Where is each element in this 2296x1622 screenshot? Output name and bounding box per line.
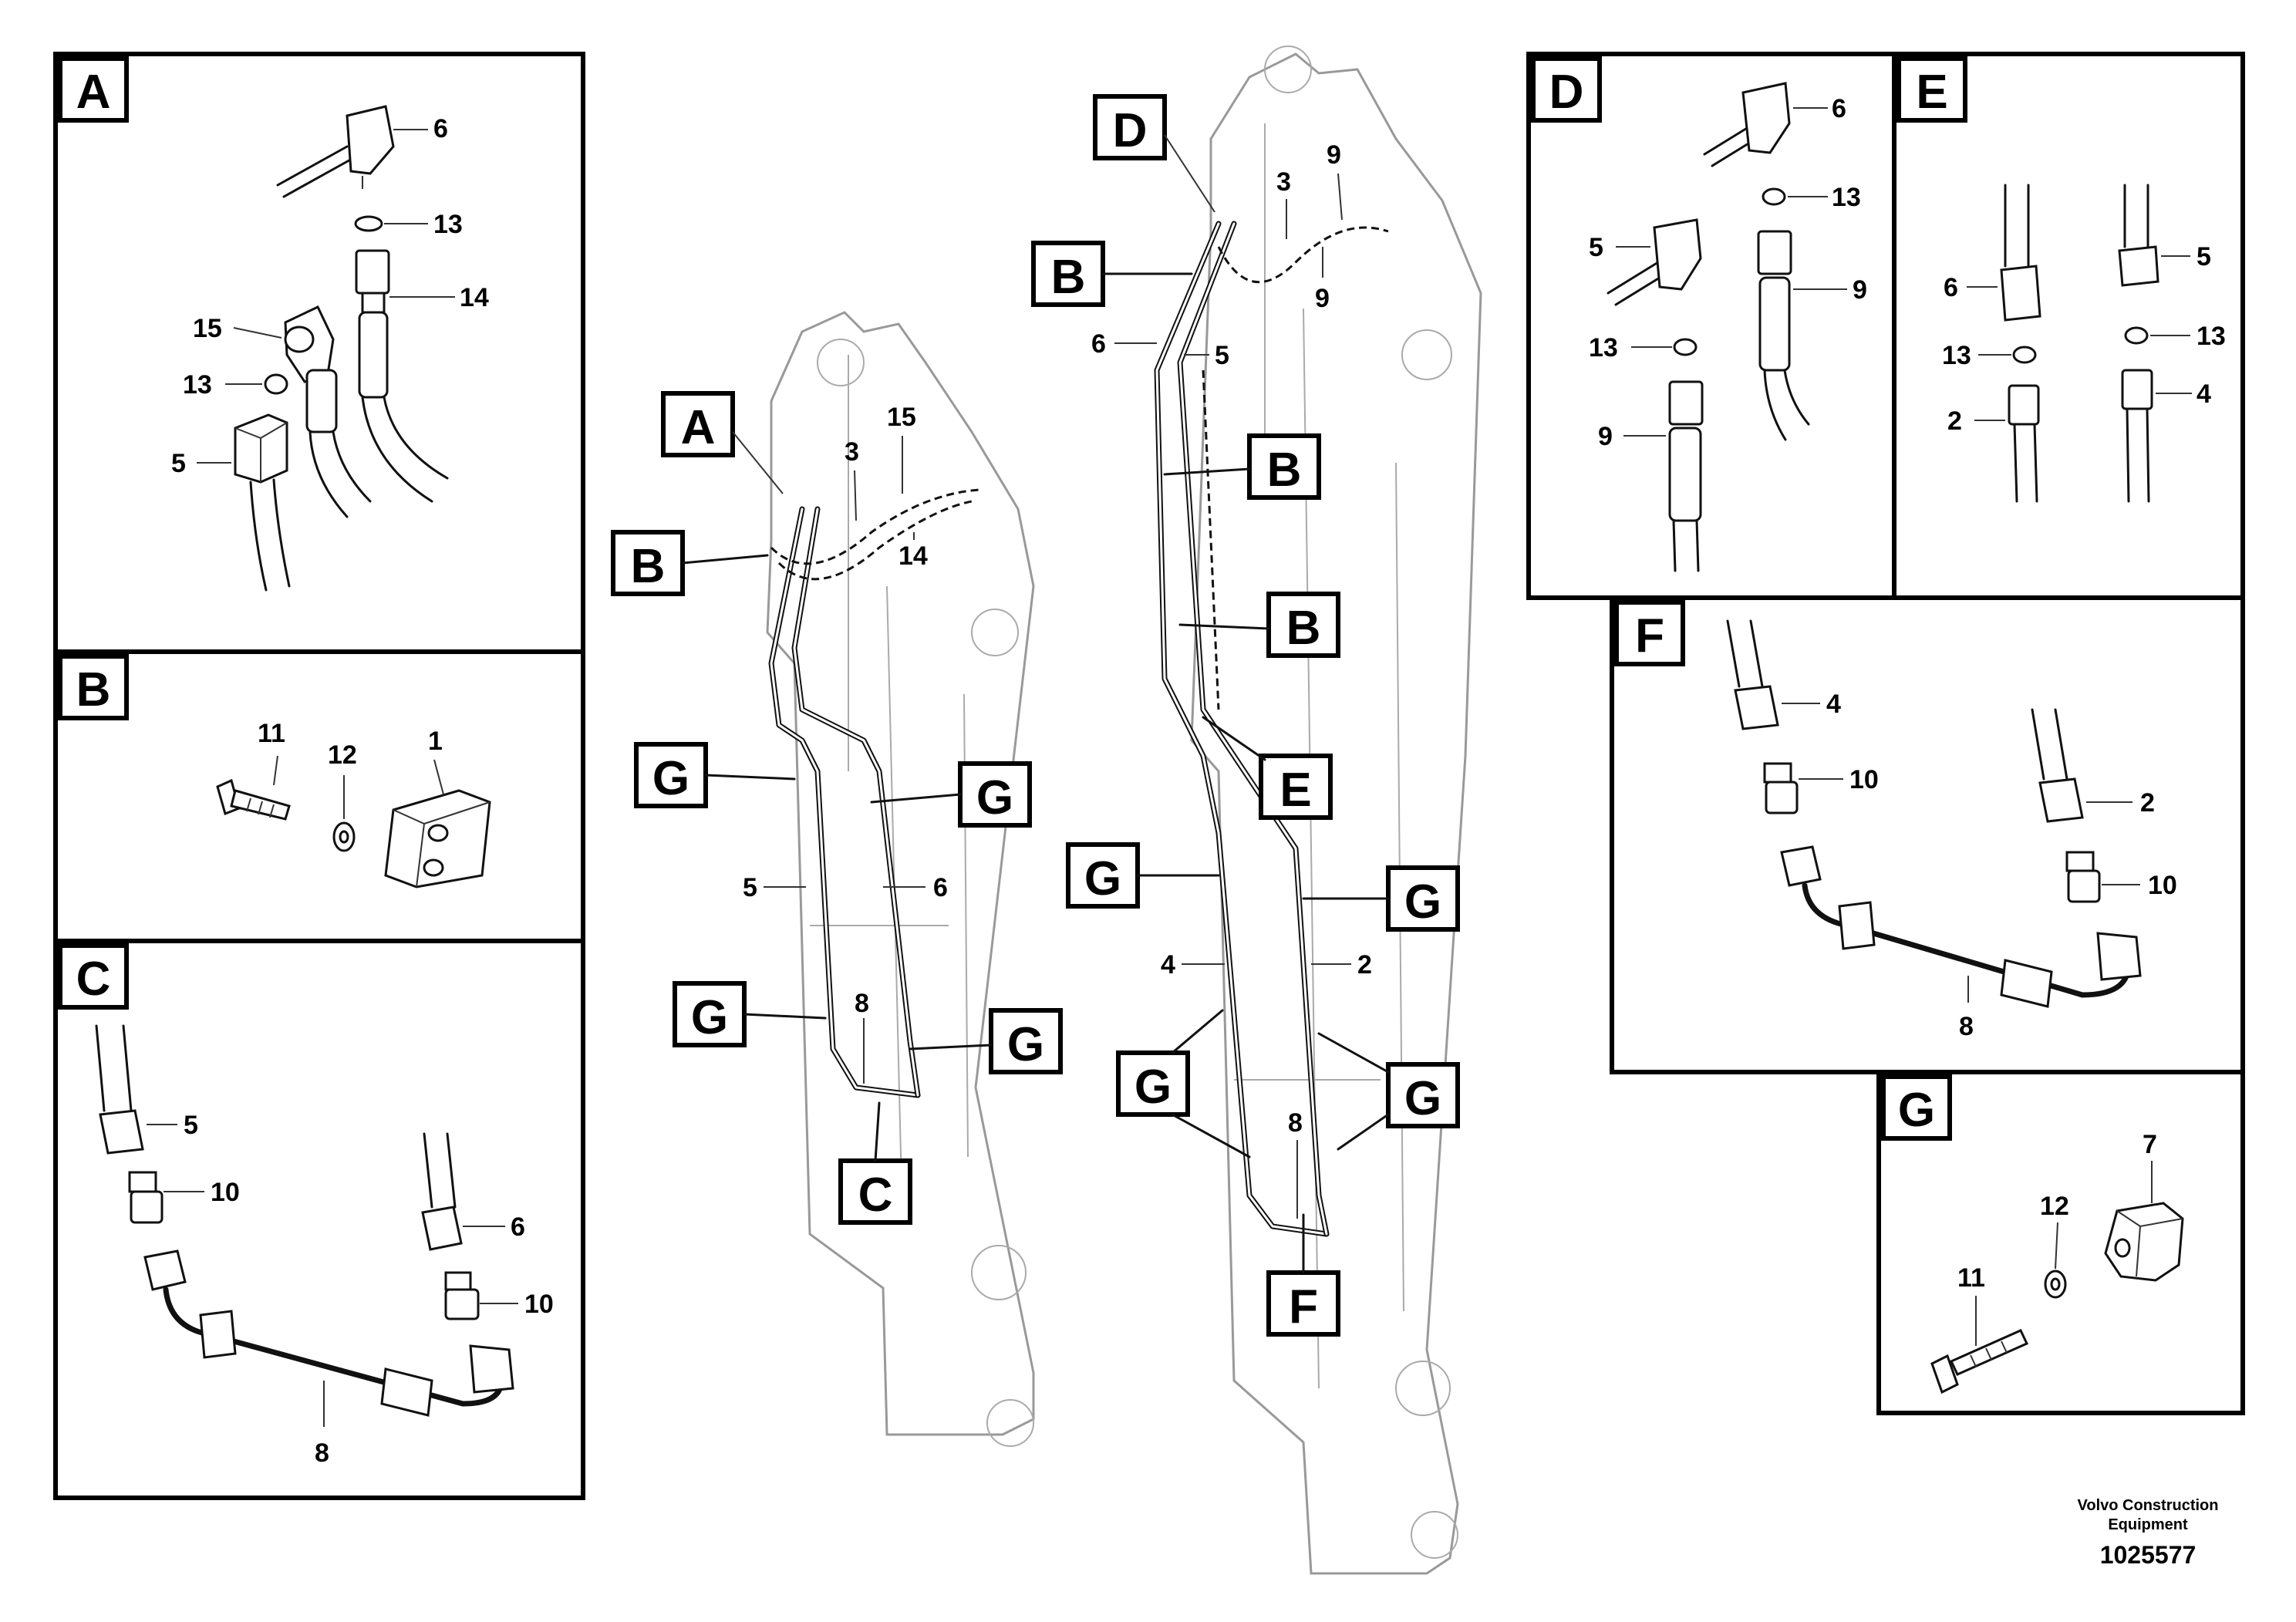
callout-c-10b: 10 xyxy=(524,1290,554,1319)
callout-d-13b: 13 xyxy=(1589,333,1618,363)
callout-d-13: 13 xyxy=(1832,183,1861,212)
callout-e-13b: 13 xyxy=(2197,322,2226,351)
panel-a-letter: A xyxy=(76,66,111,119)
boom2-callout-5: 5 xyxy=(1215,341,1229,370)
brand-line-2: Equipment xyxy=(2108,1516,2188,1533)
callout-f-8: 8 xyxy=(1959,1012,1974,1041)
boom1-callout-6: 6 xyxy=(933,873,948,902)
boom2-callout-9: 9 xyxy=(1327,140,1341,170)
callout-e-2: 2 xyxy=(1947,406,1962,436)
panel-g-letter: G xyxy=(1898,1084,1935,1137)
callout-e-4: 4 xyxy=(2197,379,2211,409)
boom1-marker-c: C xyxy=(858,1168,893,1222)
boom1-callout-5: 5 xyxy=(743,873,757,902)
callout-d-6: 6 xyxy=(1832,94,1846,123)
boom2-callout-2: 2 xyxy=(1357,950,1372,980)
panel-b-letter: B xyxy=(76,663,111,717)
callout-a-15: 15 xyxy=(193,314,222,343)
panel-g: G 7 12 11 xyxy=(1876,1070,2245,1415)
callout-b-11: 11 xyxy=(258,719,285,748)
callout-d-5: 5 xyxy=(1589,233,1603,262)
boom2-callout-3: 3 xyxy=(1276,167,1291,197)
callout-d-9: 9 xyxy=(1853,275,1867,305)
footer: Volvo Construction Equipment 1025577 xyxy=(2078,1497,2219,1569)
callout-b-1: 1 xyxy=(428,727,443,756)
callout-f-10: 10 xyxy=(1849,765,1879,794)
panel-d-letter: D xyxy=(1549,66,1584,119)
document-number: 1025577 xyxy=(2100,1541,2197,1569)
callout-c-10: 10 xyxy=(211,1178,240,1207)
callout-c-6: 6 xyxy=(511,1212,525,1242)
callout-f-4: 4 xyxy=(1826,690,1841,719)
callout-e-13: 13 xyxy=(1942,341,1971,370)
callout-c-8: 8 xyxy=(315,1438,329,1468)
boom-2: D B B B E G G G G F 3 9 9 6 xyxy=(1031,46,1482,1575)
boom2-callout-8: 8 xyxy=(1288,1108,1303,1138)
boom1-marker-g4: G xyxy=(1007,1018,1044,1071)
boom1-marker-g1: G xyxy=(652,752,689,805)
panel-c-letter: C xyxy=(76,953,111,1006)
panel-e: E 6 13 2 5 13 4 xyxy=(1892,52,2245,600)
callout-a-6: 6 xyxy=(433,114,448,143)
panel-b: B 11 12 1 xyxy=(53,649,585,943)
boom1-marker-g3: G xyxy=(691,991,728,1044)
boom2-marker-g4: G xyxy=(1404,1072,1441,1125)
callout-a-5: 5 xyxy=(171,449,186,478)
callout-b-12: 12 xyxy=(328,740,357,770)
boom2-marker-b2: B xyxy=(1267,443,1302,497)
callout-g-7: 7 xyxy=(2143,1130,2157,1159)
boom1-callout-3: 3 xyxy=(845,437,859,467)
boom2-marker-g2: G xyxy=(1404,875,1441,929)
panel-c: C 5 10 6 10 8 xyxy=(53,939,585,1500)
boom2-marker-g1: G xyxy=(1084,852,1121,905)
callout-e-6: 6 xyxy=(1944,273,1958,302)
panel-a: A 6 13 14 15 13 5 xyxy=(53,52,585,654)
callout-a-13: 13 xyxy=(433,210,463,239)
callout-c-5: 5 xyxy=(184,1111,198,1140)
boom1-callout-14: 14 xyxy=(899,541,928,571)
boom2-marker-e: E xyxy=(1279,764,1311,817)
boom2-callout-4: 4 xyxy=(1161,950,1175,980)
boom1-callout-8: 8 xyxy=(855,989,869,1018)
boom1-marker-a: A xyxy=(681,401,716,454)
boom1-callout-15: 15 xyxy=(887,403,916,432)
callout-d-9b: 9 xyxy=(1598,422,1613,451)
callout-g-12: 12 xyxy=(2040,1192,2069,1221)
panel-e-letter: E xyxy=(1916,66,1947,119)
boom2-callout-6: 6 xyxy=(1091,329,1106,359)
boom2-marker-b1: B xyxy=(1051,251,1086,304)
boom1-marker-g2: G xyxy=(976,771,1013,824)
boom2-marker-g3: G xyxy=(1135,1061,1172,1114)
boom2-marker-b3: B xyxy=(1286,602,1321,655)
brand-line-1: Volvo Construction xyxy=(2078,1497,2219,1514)
boom2-marker-f: F xyxy=(1289,1280,1318,1334)
callout-a-13b: 13 xyxy=(183,370,212,400)
callout-g-11: 11 xyxy=(1957,1263,1985,1293)
panel-d: D 6 13 9 5 13 9 xyxy=(1526,52,1896,600)
callout-e-5: 5 xyxy=(2197,242,2211,271)
callout-f-2: 2 xyxy=(2140,788,2155,818)
boom1-marker-b: B xyxy=(631,540,666,593)
panel-f: F 4 10 2 10 8 xyxy=(1610,595,2245,1074)
callout-a-14: 14 xyxy=(460,283,489,312)
boom2-callout-9b: 9 xyxy=(1315,284,1330,313)
callout-f-10b: 10 xyxy=(2148,871,2177,900)
boom-1: A B G G G G C 3 15 14 5 6 8 xyxy=(611,311,1063,1447)
panel-f-letter: F xyxy=(1635,609,1664,663)
boom2-marker-d: D xyxy=(1113,104,1148,157)
